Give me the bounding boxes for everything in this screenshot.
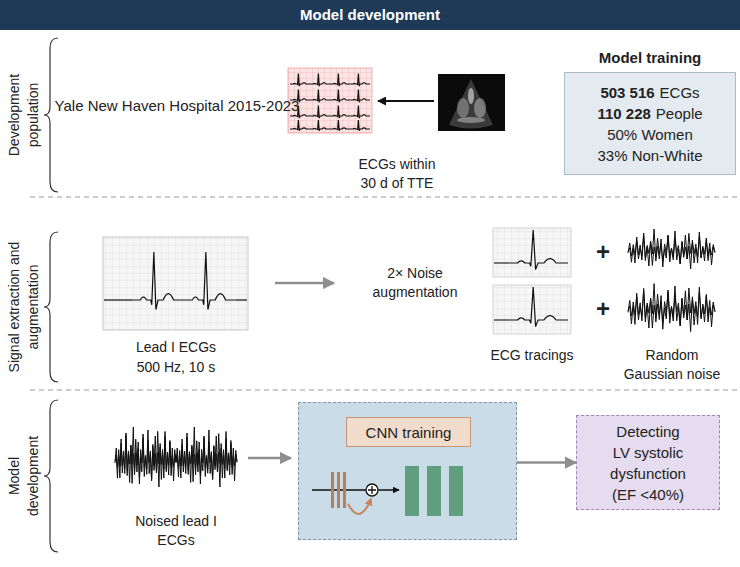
- noise-signal: [628, 233, 715, 265]
- ecg-trace: [310, 106, 330, 119]
- noise-signal: [628, 229, 715, 269]
- box-heading: Model training: [564, 48, 736, 72]
- ecg-tracing-image: [493, 285, 571, 334]
- cnn-label-box: CNN training: [346, 417, 471, 447]
- caption-label: Lead I ECGs: [136, 338, 216, 357]
- section-label: Development population: [5, 55, 43, 175]
- section-divider: [30, 197, 740, 198]
- ecg-trace: [104, 299, 132, 300]
- ecg-trace: [494, 319, 508, 320]
- section-brace: [44, 232, 58, 382]
- conv-layer: [331, 472, 334, 508]
- ecg-trace: [290, 74, 310, 87]
- section-divider: [30, 390, 740, 391]
- echo-image: [438, 74, 505, 131]
- ecg-trace: [290, 120, 310, 131]
- node-text: 33% Non-White: [597, 145, 702, 166]
- diagram-title: Model development: [0, 0, 740, 30]
- ecg-trace: [310, 90, 330, 103]
- section-label: Model development: [5, 426, 43, 526]
- noised-ecg: [176, 427, 237, 487]
- echo-wall: [474, 98, 486, 118]
- node-text: ECGs: [660, 82, 700, 103]
- output-box: Detecting LV systolic dysfunction (EF <4…: [576, 415, 720, 510]
- ecg-grid: [493, 285, 571, 334]
- source-label: Yale New Haven Hospital 2015-2023: [55, 96, 300, 115]
- ecg-trace: [310, 120, 330, 131]
- caption-label: Random Gaussian noise: [622, 346, 722, 384]
- flow-arrow: [517, 461, 576, 464]
- node-text: 110 228: [597, 103, 650, 124]
- echo-sector: [449, 79, 493, 129]
- add-operator: [368, 486, 376, 494]
- noised-ecg: [176, 434, 237, 482]
- stats-box: Model training 503 516 ECGs 110 228 People50…: [564, 48, 736, 175]
- caption-label: Noised lead I ECGs: [134, 512, 218, 550]
- echo-wall: [457, 98, 469, 118]
- noise-signal: [628, 288, 715, 328]
- ecg-trace: [310, 74, 330, 87]
- node-text: Detecting LV systolic dysfunction (EF <4…: [606, 421, 690, 505]
- ecg-trace: [330, 90, 350, 103]
- ecg-grid-image: [103, 237, 248, 330]
- dense-layer: [449, 466, 463, 516]
- ecg-trace: [350, 90, 370, 103]
- ecg-trace: [330, 74, 350, 87]
- section-brace: [44, 400, 58, 552]
- ecg-grid: [103, 237, 248, 330]
- ecg-trace: [350, 74, 370, 87]
- plus-sign: +: [596, 242, 610, 261]
- source-arrow: [378, 100, 434, 102]
- caption-label: 500 Hz, 10 s: [137, 358, 216, 377]
- flow-arrow: [248, 457, 291, 460]
- caption-label: ECG tracings: [490, 346, 573, 365]
- noised-ecg: [115, 427, 176, 487]
- plus-sign: +: [596, 299, 610, 318]
- ecg-printout: [288, 68, 372, 133]
- conv-layer: [337, 472, 340, 508]
- node-text: People: [656, 103, 703, 124]
- section-label: Signal extraction and augmentation: [5, 232, 43, 382]
- ecg-trace: [508, 230, 568, 270]
- ecg-trace: [330, 106, 350, 119]
- cnn-container: CNN training: [298, 402, 517, 540]
- node-text: CNN training: [366, 422, 452, 443]
- ecg-trace: [350, 120, 370, 131]
- ecg-trace: [494, 262, 508, 263]
- section-brace: [44, 38, 58, 192]
- ecg-trace: [330, 120, 350, 131]
- node-text: 503 516: [600, 82, 654, 103]
- node-text: 50% Women: [607, 124, 693, 145]
- ecg-trace: [350, 106, 370, 119]
- ecg-tracing-image: [493, 228, 571, 277]
- step-label: 2× Noise augmentation: [365, 264, 465, 302]
- dense-layer: [405, 466, 419, 516]
- ecg-trace: [508, 287, 568, 327]
- ecg-grid: [288, 68, 372, 133]
- echo-wall: [468, 88, 474, 104]
- dense-layer: [427, 466, 441, 516]
- conv-layer: [343, 472, 346, 508]
- noise-signal: [628, 284, 715, 332]
- ecg-grid: [493, 228, 571, 277]
- caption-label: ECGs within 30 d of TTE: [352, 155, 442, 193]
- ecg-trace: [184, 252, 236, 310]
- residual-connection: [348, 499, 371, 514]
- add-operator: [366, 484, 378, 496]
- title-bar: [0, 0, 740, 30]
- stats-panel: 503 516 ECGs 110 228 People50% Women33% Non…: [564, 72, 736, 175]
- ecg-trace: [132, 252, 184, 310]
- noised-ecg: [115, 431, 176, 483]
- cnn-data-path: [312, 489, 399, 490]
- flow-arrow: [275, 282, 334, 285]
- echo-wall: [457, 117, 485, 123]
- ecg-trace: [236, 299, 247, 300]
